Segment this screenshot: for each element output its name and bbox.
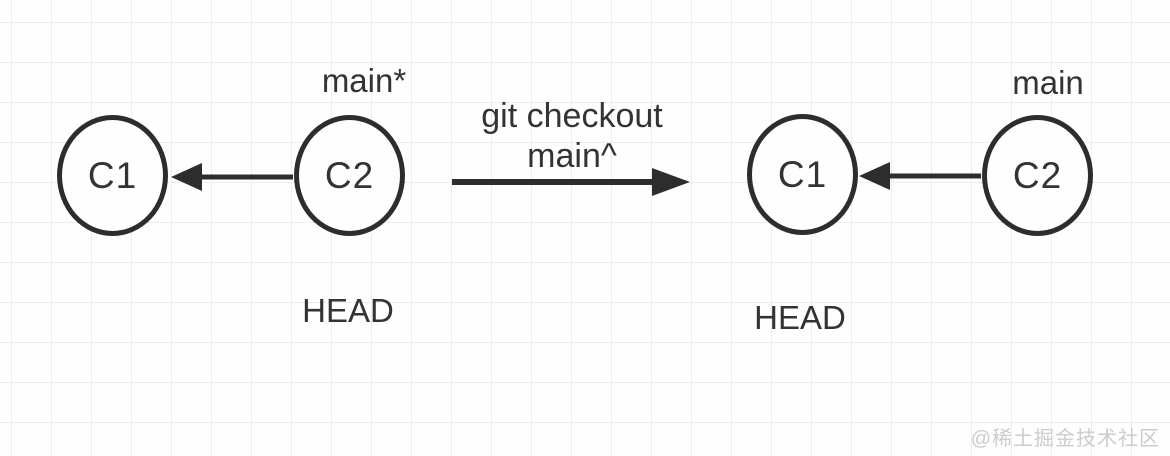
command-caption-line2: main^ xyxy=(527,137,617,175)
branch-label-after: main xyxy=(1012,64,1084,101)
commit-node-c2-before: C2 xyxy=(294,115,405,236)
commit-node-label: C1 xyxy=(777,153,828,195)
watermark: @稀土掘金技术社区 xyxy=(970,428,1160,450)
commit-node-label: C1 xyxy=(87,154,138,196)
commit-node-c2-after: C2 xyxy=(982,115,1093,236)
commit-node-c1-after: C1 xyxy=(747,114,858,235)
parent-edge-arrow-before xyxy=(171,163,293,191)
branch-label-before: main* xyxy=(321,62,407,99)
command-arrow-icon xyxy=(452,168,690,196)
commit-node-c1-before: C1 xyxy=(57,115,168,236)
commit-node-label: C2 xyxy=(1012,154,1063,196)
command-caption-line1: git checkout xyxy=(481,97,663,135)
command-caption: git checkout main^ xyxy=(452,96,692,176)
parent-edge-arrow-after xyxy=(859,162,981,190)
commit-node-label: C2 xyxy=(324,154,375,196)
head-label-after: HEAD xyxy=(754,299,846,336)
head-label-before: HEAD xyxy=(302,292,394,329)
